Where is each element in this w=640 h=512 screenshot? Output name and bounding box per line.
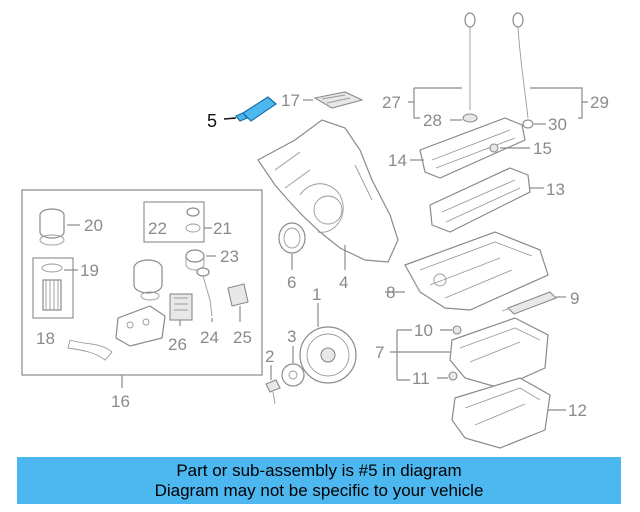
part-5-sealant-tube[interactable] [223, 96, 277, 122]
part-11-washer [448, 371, 458, 381]
part-26-filter-element [169, 293, 193, 321]
part-13-engine-cover [429, 167, 531, 233]
callout-26: 26 [168, 335, 187, 354]
callout-20: 20 [84, 216, 103, 235]
callout-7: 7 [375, 343, 384, 362]
part-8-upper-oil-pan [404, 231, 549, 311]
part-19-oil-filter [41, 263, 63, 311]
part-22-plug [185, 207, 201, 233]
part-7-oil-pan [449, 317, 549, 389]
callout-17: 17 [281, 91, 300, 110]
banner-line-2: Diagram may not be specific to your vehi… [154, 480, 484, 500]
part-18-sub-box [32, 257, 74, 319]
banner-line-1: Part or sub-assembly is #5 in diagram [176, 460, 462, 480]
part-dipstick-left [462, 12, 478, 123]
callout-5: 5 [207, 111, 217, 131]
callout-4: 4 [339, 273, 348, 292]
part-14-valve-cover [419, 117, 526, 179]
callout-15: 15 [533, 139, 552, 158]
part-1-flywheel [299, 326, 357, 384]
callout-21: 21 [213, 219, 232, 238]
callout-1: 1 [312, 285, 321, 304]
callout-6: 6 [287, 273, 296, 292]
info-banner: Part or sub-assembly is #5 in diagram Di… [17, 457, 621, 504]
callout-29: 29 [590, 93, 609, 112]
part-24-dipstick-tube [196, 267, 213, 317]
parts-diagram: 5 17 4 6 27 28 29 30 [21, 12, 609, 449]
callout-12: 12 [568, 401, 587, 420]
callout-11: 11 [412, 369, 430, 388]
part-6-seal [278, 222, 306, 254]
part-oil-filter-housing [67, 259, 166, 361]
callout-18: 18 [36, 329, 55, 348]
part-10-drain-plug [452, 325, 462, 335]
part-2-bolt [265, 379, 281, 405]
part-25-sensor [227, 283, 249, 307]
callout-19: 19 [80, 261, 99, 280]
part-17-gasket [313, 91, 364, 109]
callout-24: 24 [200, 328, 219, 347]
part-16-group-box [21, 189, 263, 376]
callout-10: 10 [414, 321, 433, 340]
part-dipstick-right [512, 12, 534, 129]
callout-9: 9 [570, 289, 579, 308]
callout-13: 13 [546, 180, 565, 199]
part-21-sub-box [143, 201, 205, 243]
callout-25: 25 [233, 328, 252, 347]
callout-16: 16 [111, 392, 130, 411]
callout-30: 30 [548, 115, 567, 134]
callout-27: 27 [382, 93, 401, 112]
part-4-timing-cover [257, 119, 399, 263]
callout-2: 2 [265, 347, 274, 366]
part-23-cap [185, 249, 205, 271]
part-3-plate [281, 363, 305, 387]
callout-3: 3 [287, 327, 296, 346]
callout-14: 14 [388, 151, 407, 170]
callout-22: 22 [148, 219, 167, 238]
callout-23: 23 [220, 247, 239, 266]
part-12-baffle [451, 377, 551, 449]
part-20-filter-cap [39, 208, 65, 246]
part-9-sealant [501, 291, 557, 315]
callout-28: 28 [423, 111, 442, 130]
callout-8: 8 [386, 283, 395, 302]
